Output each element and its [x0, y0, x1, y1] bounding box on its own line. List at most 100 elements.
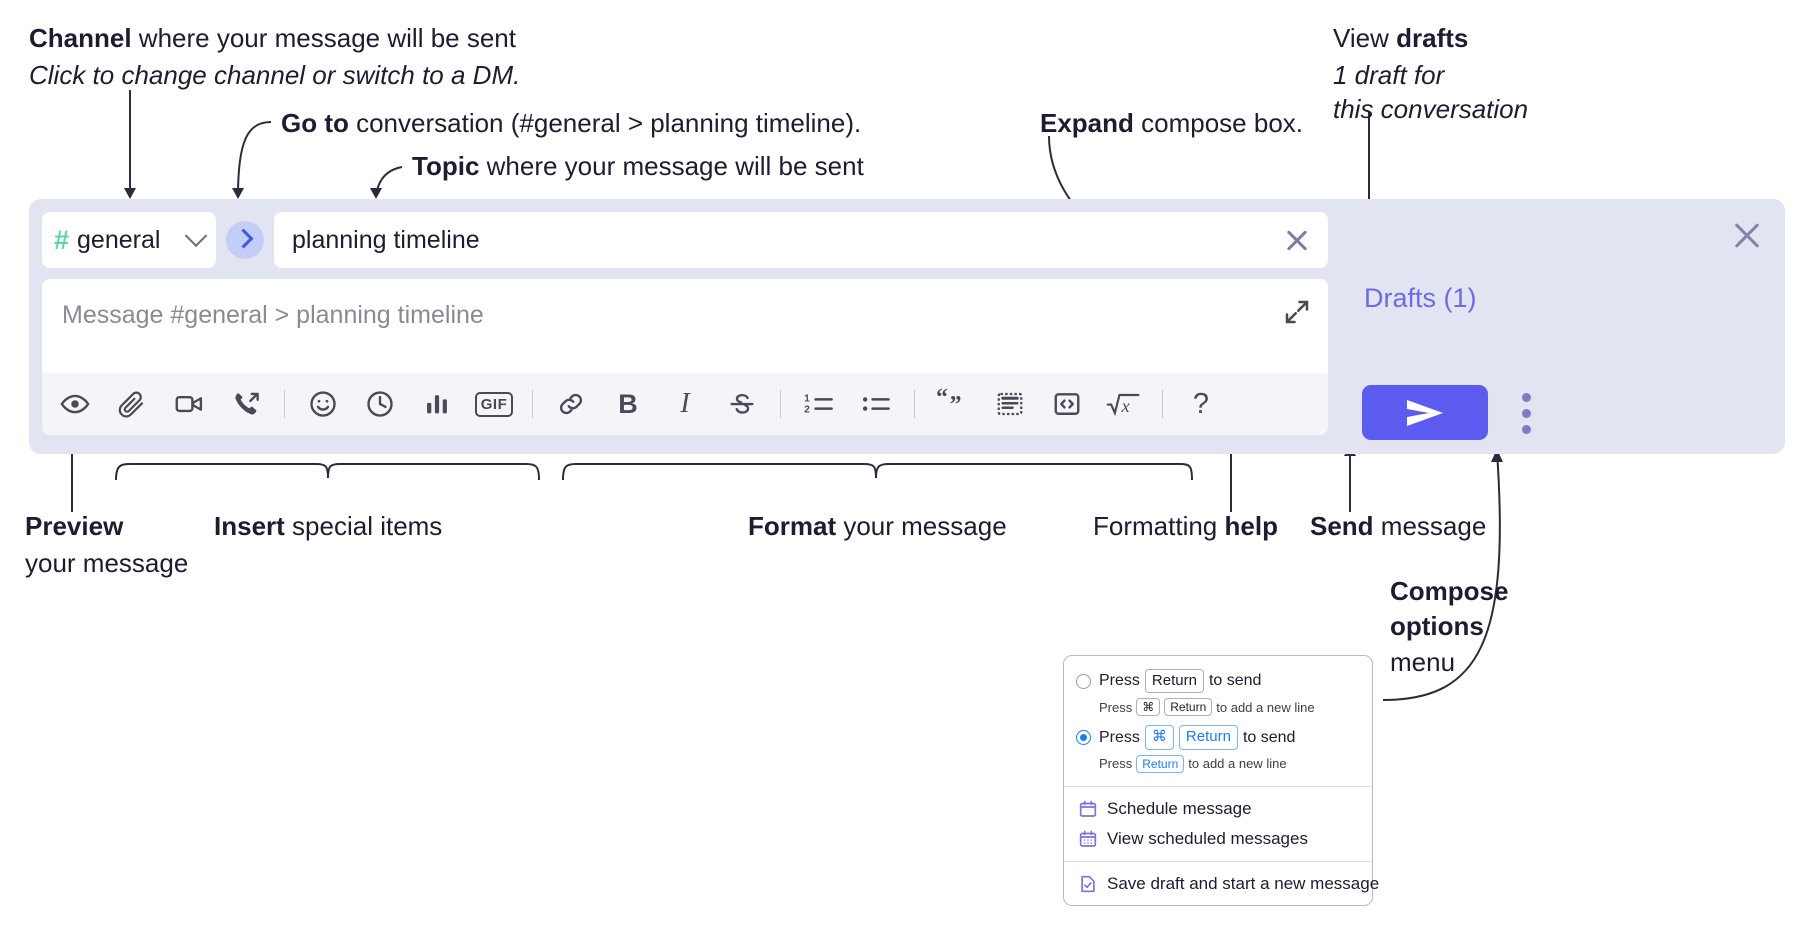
opt1-pre: Press [1099, 672, 1140, 690]
channel-selector[interactable]: # general [42, 212, 216, 268]
annotation-expand-rest: compose box. [1133, 108, 1304, 138]
radio-option-1-text: Press Return to send [1099, 669, 1261, 694]
link-icon[interactable] [550, 383, 592, 425]
annotation-compose-options-line1: Compose [1390, 576, 1509, 606]
annotation-preview: Preview your message [25, 510, 188, 581]
annotation-help-bold: help [1224, 511, 1278, 541]
svg-text:2: 2 [804, 405, 810, 416]
bold-icon[interactable]: B [607, 383, 649, 425]
annotation-preview-bold: Preview [25, 511, 124, 541]
annotation-help: Formatting help [1093, 510, 1278, 543]
bold-label: B [618, 388, 638, 419]
menu-item-label: View scheduled messages [1107, 828, 1308, 848]
menu-item-label: Save draft and start a new message [1107, 873, 1380, 893]
key-command: ⌘ [1136, 698, 1161, 717]
annotation-insert-rest: special items [284, 511, 443, 541]
annotation-channel-bold: Channel [29, 23, 132, 53]
annotation-insert: Insert special items [214, 510, 442, 543]
drafts-link[interactable]: Drafts (1) [1364, 283, 1477, 313]
italic-icon[interactable]: I [664, 383, 706, 425]
toolbar-separator [1162, 390, 1163, 418]
annotation-format-bold: Format [748, 511, 837, 541]
save-draft-icon [1081, 875, 1095, 893]
goto-conversation-button[interactable] [226, 221, 264, 259]
gif-icon[interactable]: GIF [473, 383, 515, 425]
radio-option-return-to-send[interactable]: Press Return to send [1064, 666, 1372, 696]
annotation-insert-bold: Insert [214, 511, 285, 541]
math-icon[interactable]: x [1103, 383, 1145, 425]
clear-topic-icon[interactable] [1282, 225, 1312, 255]
opt1-sub-post: to add a new line [1216, 699, 1315, 715]
compose-inner: # general planning timeline Message #gen… [42, 212, 1328, 435]
opt2-sub-post: to add a new line [1188, 756, 1287, 772]
menu-divider [1064, 860, 1372, 862]
expand-icon[interactable] [1282, 297, 1312, 327]
annotation-compose-options-line3: menu [1390, 646, 1456, 677]
annotation-help-rest: Formatting [1093, 511, 1225, 541]
compose-panel: # general planning timeline Message #gen… [29, 199, 1785, 454]
annotation-preview-line2: your message [25, 548, 189, 579]
chevron-down-icon [184, 224, 208, 248]
opt2-pre: Press [1099, 728, 1140, 746]
poll-icon[interactable] [416, 383, 458, 425]
svg-text:1: 1 [804, 394, 810, 405]
video-icon[interactable] [168, 383, 210, 425]
svg-text:“: “ [936, 385, 948, 411]
compose-options-menu-button[interactable] [1513, 388, 1539, 438]
clock-icon[interactable] [359, 383, 401, 425]
toolbar-separator [914, 390, 915, 418]
topic-input[interactable]: planning timeline [274, 212, 1328, 268]
annotation-send-rest: message [1373, 511, 1487, 541]
annotation-channel-sub: Click to change channel or switch to a D… [29, 60, 521, 91]
annotation-expand: Expand compose box. [1040, 107, 1303, 140]
radio-option-2-hint: Press Return to add a new line [1064, 753, 1372, 779]
key-return: Return [1178, 725, 1238, 750]
key-return: Return [1164, 698, 1213, 717]
italic-label: I [680, 388, 690, 419]
annotation-topic: Topic where your message will be sent [412, 150, 864, 183]
radio-icon[interactable] [1076, 673, 1091, 689]
key-return: Return [1144, 669, 1204, 694]
annotation-expand-bold: Expand [1040, 108, 1134, 138]
opt2-sub-pre: Press [1099, 756, 1133, 772]
preview-icon[interactable] [54, 383, 96, 425]
annotation-channel-rest: where your message will be sent [131, 23, 516, 53]
close-icon[interactable] [1731, 219, 1763, 251]
kebab-dot [1521, 408, 1531, 418]
help-label: ? [1192, 387, 1210, 420]
bulleted-list-icon[interactable] [855, 383, 897, 425]
help-icon[interactable]: ? [1180, 383, 1222, 425]
message-placeholder: Message #general > planning timeline [62, 301, 484, 329]
topic-value: planning timeline [292, 225, 480, 254]
menu-item-schedule-message[interactable]: Schedule message [1064, 794, 1372, 824]
strikethrough-icon[interactable] [721, 383, 763, 425]
toolbar-separator [780, 390, 781, 418]
audio-call-icon[interactable] [225, 383, 267, 425]
annotation-drafts-bold: drafts [1396, 23, 1469, 53]
annotation-send: Send message [1310, 510, 1486, 543]
compose-options-menu: Press Return to send Press ⌘ Return to a… [1063, 655, 1379, 906]
key-return: Return [1136, 754, 1185, 773]
quote-icon[interactable]: “ ” [932, 383, 974, 425]
compose-header-row: # general planning timeline [42, 212, 1328, 268]
channel-name-label: general [77, 225, 161, 254]
chevron-right-icon [233, 228, 254, 249]
key-command: ⌘ [1144, 725, 1174, 750]
emoji-icon[interactable] [302, 383, 344, 425]
annotation-drafts-sub2: this conversation [1333, 93, 1529, 124]
message-input-box[interactable]: Message #general > planning timeline [42, 279, 1328, 435]
code-icon[interactable] [1046, 383, 1088, 425]
toolbar-separator [284, 390, 285, 418]
menu-item-view-scheduled-messages[interactable]: View scheduled messages [1064, 824, 1372, 854]
ordered-list-icon[interactable]: 1 2 [798, 383, 840, 425]
radio-option-cmd-return-to-send[interactable]: Press ⌘ Return to send [1064, 722, 1372, 752]
radio-option-2-text: Press ⌘ Return to send [1099, 725, 1296, 750]
opt2-post: to send [1242, 728, 1296, 746]
send-button[interactable] [1362, 385, 1488, 440]
toolbar-separator [532, 390, 533, 418]
menu-item-save-draft[interactable]: Save draft and start a new message [1064, 869, 1379, 899]
code-block-icon[interactable] [989, 383, 1031, 425]
attachment-icon[interactable] [111, 383, 153, 425]
radio-icon-selected[interactable] [1076, 730, 1091, 746]
